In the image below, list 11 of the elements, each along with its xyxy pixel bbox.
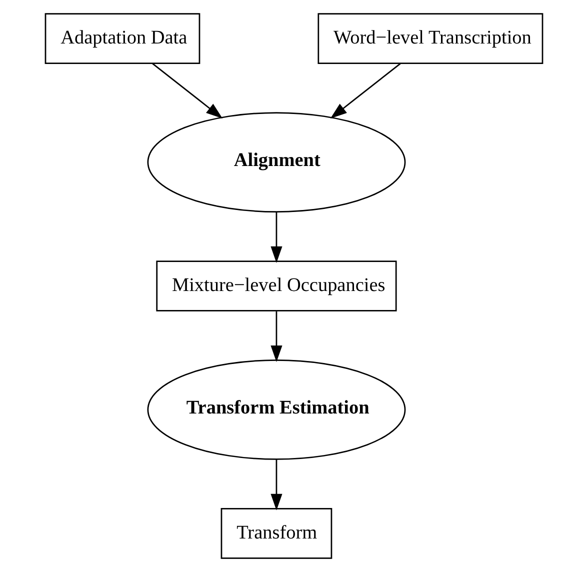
node-box: Mixture−level Occupancies xyxy=(156,260,397,312)
arrow xyxy=(270,459,282,510)
node-ellipse: Alignment xyxy=(147,112,406,212)
node-box: Transform xyxy=(220,508,332,559)
arrow xyxy=(270,212,282,263)
arrow xyxy=(330,62,401,119)
node-box: Adaptation Data xyxy=(44,13,200,64)
node-ellipse: Transform Estimation xyxy=(147,360,406,460)
arrow xyxy=(152,62,223,119)
arrow xyxy=(270,311,282,362)
node-box: Word−level Transcription xyxy=(318,13,544,64)
